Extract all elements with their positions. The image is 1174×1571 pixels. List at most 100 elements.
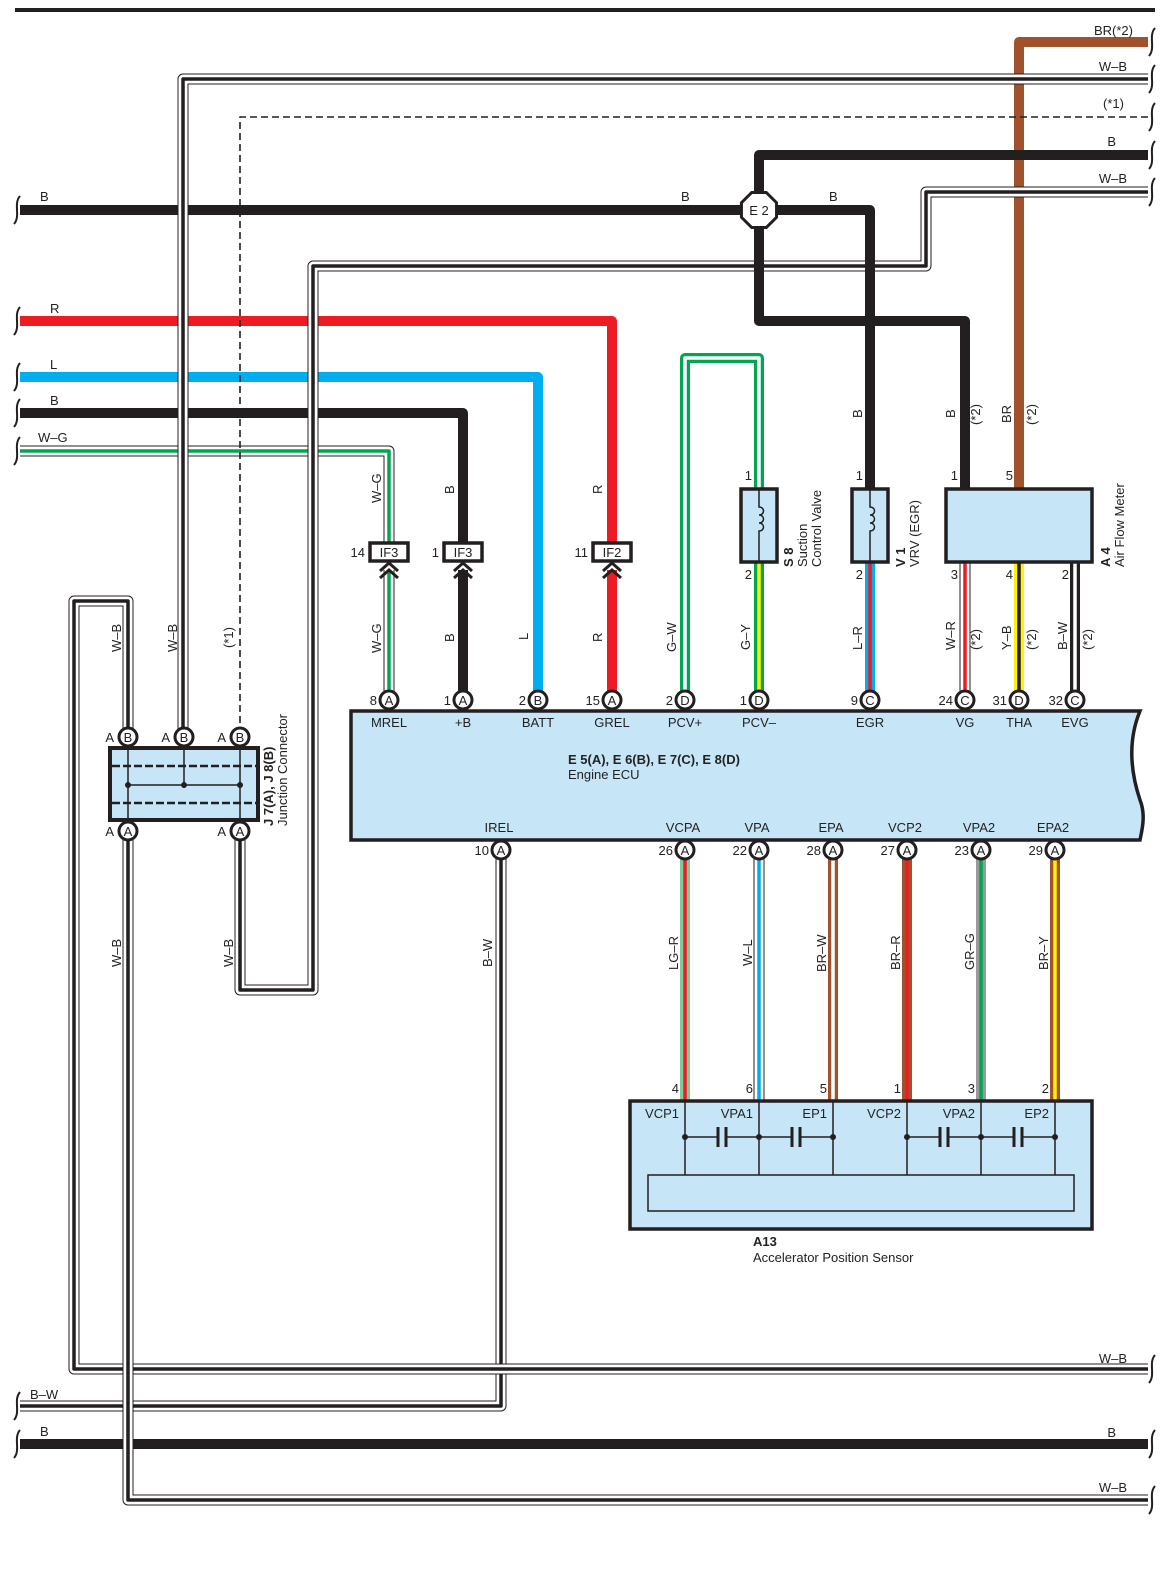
wire-b-w-irel — [20, 850, 507, 1412]
connector-letter: C — [1070, 693, 1079, 708]
ecu-top-terminal — [1064, 689, 1086, 711]
ecu-top-terminal — [674, 689, 696, 711]
junction-conn-letter: A — [105, 824, 114, 839]
junction-block-arrow-icon — [379, 560, 399, 580]
accel-pin-number: 3 — [968, 1081, 975, 1096]
connector-letter: A — [236, 824, 245, 839]
junction-block-pin: 1 — [432, 545, 439, 560]
wire-note: (*2) — [1024, 404, 1039, 425]
connector-letter: D — [754, 693, 763, 708]
accel-pin-name: EP2 — [1024, 1106, 1049, 1121]
ecu-terminal-number: 32 — [1049, 693, 1063, 708]
accel-pin-number: 5 — [820, 1081, 827, 1096]
junction-block-name: IF3 — [380, 545, 399, 560]
ecu-terminal-number: 8 — [370, 693, 377, 708]
suction-valve-name: Suction — [795, 524, 810, 567]
junction-block-pin: 11 — [575, 545, 589, 560]
ecu-terminal-name: EPA — [818, 820, 843, 835]
wire-label: W–G — [369, 473, 384, 503]
suction-valve-name: Control Valve — [809, 490, 824, 567]
wire-star1 — [239, 116, 1148, 737]
accel-pin-number: 4 — [672, 1081, 679, 1096]
connector-letter: A — [385, 693, 394, 708]
ecu-terminal-name: VPA — [744, 820, 769, 835]
wire-l — [20, 372, 543, 700]
right-wire-label: BR(*2) — [1094, 23, 1133, 38]
wire-w-b-right — [235, 187, 1148, 995]
ecu-bottom-terminal — [896, 839, 918, 861]
wire-w-g — [20, 445, 395, 545]
ecu-terminal-name: VCP2 — [888, 820, 922, 835]
ecu-terminal-name: VCPA — [666, 820, 701, 835]
ecu-terminal-name: EVG — [1061, 715, 1088, 730]
wire-label: B — [850, 409, 865, 418]
junction-block-pin: 14 — [351, 545, 365, 560]
left-wire-label: W–G — [38, 430, 68, 445]
connector-letter: A — [755, 843, 764, 858]
suction-valve-id: S 8 — [781, 547, 796, 567]
wire-label: LG–R — [666, 936, 681, 970]
wire-label: B — [442, 485, 457, 494]
ecu-terminal-name: PCV– — [742, 715, 777, 730]
ecu-terminal-name: THA — [1006, 715, 1032, 730]
right-wire-break — [1148, 1429, 1156, 1459]
connector-letter: A — [1051, 843, 1060, 858]
ecu-terminal-name: +B — [455, 715, 471, 730]
ecu-top-terminal — [1008, 689, 1030, 711]
valve-pin: 1 — [745, 468, 752, 483]
left-wire-label: R — [50, 301, 59, 316]
junction-block-arrow-icon — [602, 560, 622, 580]
connector-letter: C — [960, 693, 969, 708]
connector-letter: B — [534, 693, 543, 708]
wire-label: B–W — [480, 938, 495, 967]
ecu-top-terminal — [859, 689, 881, 711]
ecu-terminal-name: MREL — [371, 715, 407, 730]
wire-label: W–R — [943, 621, 958, 650]
ecu-terminal-name: IREL — [485, 820, 514, 835]
ecu-bottom-terminal — [1044, 839, 1066, 861]
left-wire-label: B — [40, 1424, 49, 1439]
vrv-pin: 2 — [856, 567, 863, 582]
connector-letter: B — [180, 730, 189, 745]
ecu-terminal-number: 23 — [955, 843, 969, 858]
junction-conn-letter: A — [217, 824, 226, 839]
wire-label: R — [590, 633, 605, 642]
junction-bottom-pin — [117, 820, 139, 842]
ecu-terminal-number: 29 — [1029, 843, 1043, 858]
left-wire-break — [13, 1429, 21, 1459]
connector-letter: A — [608, 693, 617, 708]
ecu-terminal-name: BATT — [522, 715, 554, 730]
wire-label: R — [590, 485, 605, 494]
air-flow-meter-id: A 4 — [1098, 546, 1113, 567]
accel-pin-number: 6 — [746, 1081, 753, 1096]
wire-note: (*2) — [1080, 629, 1095, 650]
left-wire-break — [13, 306, 21, 336]
right-wire-label: W–B — [1099, 1480, 1127, 1495]
ecu-top-terminal — [601, 689, 623, 711]
accel-sensor-element — [647, 1174, 1075, 1212]
wire-w-g — [20, 446, 394, 545]
ecu-terminal-name: EPA2 — [1037, 820, 1069, 835]
ecu-bottom-terminal — [674, 839, 696, 861]
junction-top-pin — [117, 726, 139, 748]
ecu-terminal-number: 1 — [740, 693, 747, 708]
air-flow-meter-body — [944, 487, 1094, 564]
vrv-id: V 1 — [893, 547, 908, 567]
wire-w-b-right — [234, 186, 1148, 996]
right-wire-break — [1148, 140, 1156, 170]
junction-conn-letter: A — [161, 730, 170, 745]
right-wire-break — [1148, 1354, 1156, 1384]
ecu-bottom-terminal — [970, 839, 992, 861]
ground-wire-label: B — [681, 189, 690, 204]
right-wire-break — [1148, 102, 1156, 132]
ecu-terminal-number: 22 — [733, 843, 747, 858]
left-wire-break — [13, 195, 21, 225]
right-wire-label: W–B — [1099, 1351, 1127, 1366]
junction-bottom-pin — [229, 820, 251, 842]
wire-label: W–B — [109, 939, 124, 967]
right-wire-break — [1148, 177, 1156, 207]
accel-pin-name: VCP2 — [867, 1106, 901, 1121]
connector-letter: D — [1014, 693, 1023, 708]
